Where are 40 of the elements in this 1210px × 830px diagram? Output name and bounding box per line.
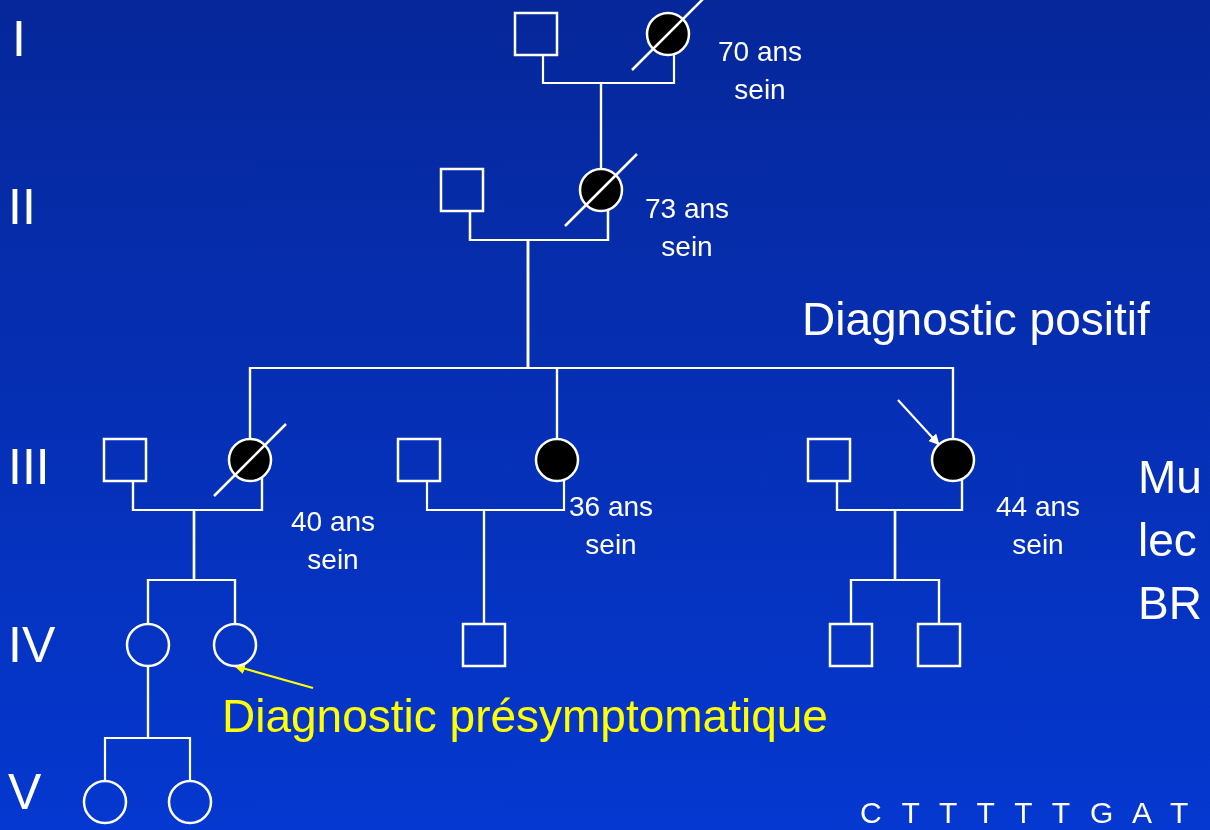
age-note: 73 ans sein — [643, 192, 731, 264]
generation-numeral: III — [8, 440, 50, 495]
proband-arrow — [897, 399, 940, 446]
female-circle — [167, 779, 213, 825]
note-text: BR — [1138, 578, 1202, 629]
pedigree-line — [192, 477, 264, 624]
male-square — [806, 437, 852, 483]
male-square — [828, 622, 874, 668]
generation-numeral: I — [12, 12, 26, 67]
pedigree-line — [599, 54, 676, 169]
generation-numeral: II — [8, 180, 36, 235]
sequence-text: C T T T T T G A T — [860, 796, 1195, 829]
age-note: 44 ans sein — [994, 490, 1082, 562]
affected-female-circle — [534, 437, 580, 483]
note-text: Mu — [1138, 452, 1202, 503]
pedigree-line — [482, 479, 566, 624]
annotation-text: Diagnostic présymptomatique — [222, 688, 828, 744]
male-square — [102, 437, 148, 483]
generation-numeral: IV — [8, 618, 56, 673]
affected-female-circle — [930, 437, 976, 483]
male-square — [916, 622, 962, 668]
result-text: Diagnostic positif — [802, 294, 1150, 345]
note-text: lec — [1138, 515, 1197, 566]
female-circle — [82, 779, 128, 825]
affected-female-circle — [645, 11, 691, 57]
pedigree-line — [893, 478, 964, 624]
age-note: 40 ans sein — [289, 505, 377, 577]
leader-arrow — [233, 663, 314, 690]
female-circle — [212, 622, 258, 668]
affected-female-circle — [227, 437, 273, 483]
age-note: 70 ans sein — [716, 35, 804, 107]
affected-female-circle — [578, 167, 624, 213]
generation-numeral: V — [8, 765, 42, 820]
male-square — [396, 437, 442, 483]
male-square — [439, 167, 485, 213]
male-square — [513, 11, 559, 57]
age-note: 36 ans sein — [567, 490, 655, 562]
pedigree-line — [146, 666, 192, 781]
male-square — [461, 622, 507, 668]
female-circle — [125, 622, 171, 668]
